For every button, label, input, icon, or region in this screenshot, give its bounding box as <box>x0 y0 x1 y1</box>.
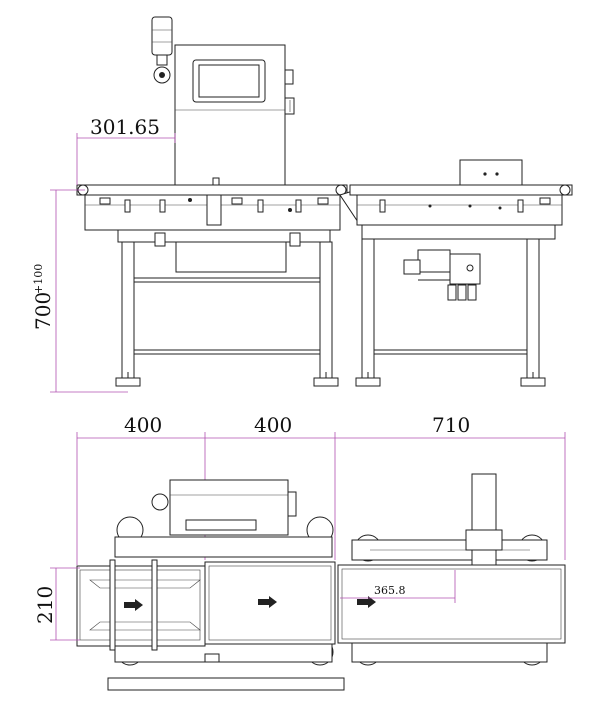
control-cabinet-top <box>151 479 297 536</box>
arrow-right-icon <box>124 599 143 611</box>
dim-height-label: 700 <box>31 292 55 330</box>
dim-reject-offset-label: 365.8 <box>374 584 406 597</box>
dim-belt-width-label: 210 <box>33 586 57 624</box>
dim-height-tolerance: +100 <box>32 264 45 294</box>
signal-tower <box>151 16 173 84</box>
dim-section-1-label: 400 <box>124 413 162 437</box>
side-rail-top <box>114 536 333 558</box>
dimension-height: 700 +100 <box>31 189 128 393</box>
side-view: 301.65 700 +100 <box>31 16 573 393</box>
dim-section-2-label: 400 <box>254 413 292 437</box>
dim-infeed-offset-label: 301.65 <box>90 115 160 139</box>
base-plate <box>107 677 345 691</box>
dim-section-3-label: 710 <box>432 413 470 437</box>
reject-frame-bottom <box>351 641 548 663</box>
weighing-conveyor-frame <box>76 177 367 273</box>
reject-pusher <box>465 473 503 571</box>
reject-conveyor-frame <box>349 184 573 240</box>
reject-belt <box>337 564 566 644</box>
arrow-right-icon <box>357 596 376 608</box>
reject-unit-cover <box>459 159 523 186</box>
touchscreen-display <box>198 64 260 98</box>
reject-stand <box>355 238 546 387</box>
weighing-stand <box>115 232 339 387</box>
weighing-belt <box>204 561 336 645</box>
dimension-sections: 400 400 710 <box>76 413 566 565</box>
dimension-reject-offset: 365.8 <box>340 570 456 603</box>
dimension-belt-width: 210 <box>33 567 80 641</box>
arrow-right-icon <box>258 596 277 608</box>
top-view: 400 400 710 <box>33 413 566 691</box>
dimension-infeed-offset: 301.65 <box>76 115 176 185</box>
infeed-belt <box>76 559 206 651</box>
control-cabinet <box>174 44 295 186</box>
pneumatic-valve-assembly <box>403 249 481 301</box>
